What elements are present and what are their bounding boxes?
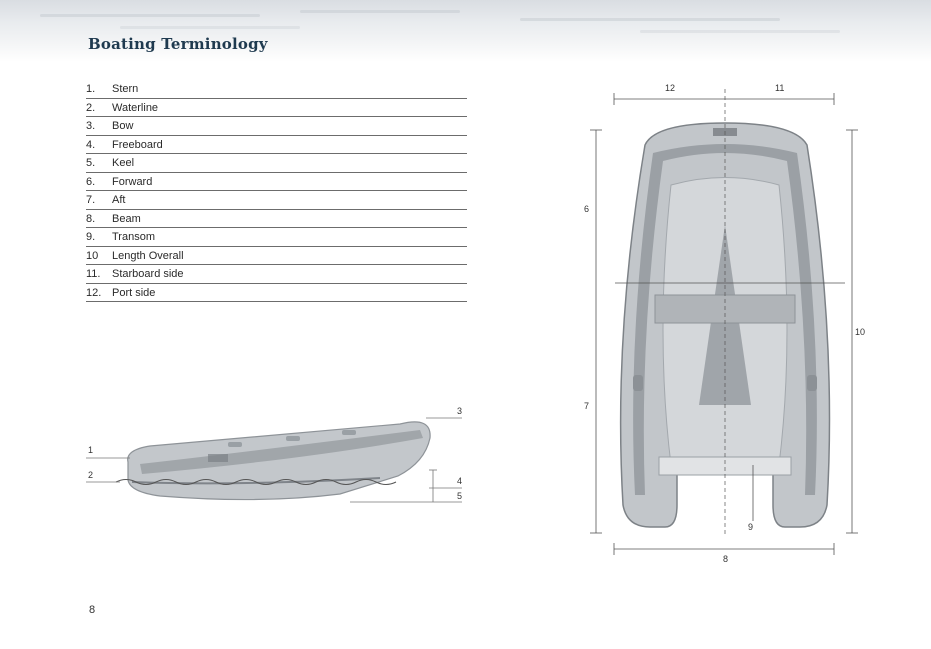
page-number: 8 xyxy=(89,604,96,616)
top-tube-stripe xyxy=(633,144,817,495)
side-handle xyxy=(228,442,242,447)
term-label: Bow xyxy=(112,120,134,133)
callout-keel: 5 xyxy=(457,491,462,501)
top-handle xyxy=(807,375,817,391)
terminology-list: 1. Stern 2. Waterline 3. Bow 4. Freeboard 5.… xyxy=(86,81,467,303)
term-label: Beam xyxy=(112,212,141,225)
term-number: 4. xyxy=(86,138,96,151)
term-label: Length Overall xyxy=(112,249,184,262)
callout-waterline: 2 xyxy=(88,470,93,480)
term-label: Freeboard xyxy=(112,138,163,151)
callout-starboard-side: 11 xyxy=(775,83,784,93)
list-item: 5. Keel xyxy=(86,155,467,173)
term-label: Keel xyxy=(112,157,135,170)
header-banner xyxy=(0,0,931,62)
list-item: 2. Waterline xyxy=(86,100,467,118)
side-rubstrake xyxy=(131,477,381,485)
callout-freeboard: 4 xyxy=(457,476,462,486)
term-number: 9. xyxy=(86,231,96,244)
list-item: 8. Beam xyxy=(86,211,467,229)
side-handle xyxy=(342,430,356,435)
callout-length-overall: 10 xyxy=(855,327,865,337)
side-tube-stripe xyxy=(140,430,423,474)
term-number: 2. xyxy=(86,101,96,114)
callout-port-side: 12 xyxy=(665,83,675,93)
term-number: 6. xyxy=(86,175,96,188)
waterline-wave xyxy=(115,479,397,485)
term-label: Forward xyxy=(112,175,153,188)
callout-transom: 9 xyxy=(748,522,753,532)
term-number: 12. xyxy=(86,286,102,299)
callout-forward: 6 xyxy=(584,204,589,214)
callout-stern: 1 xyxy=(88,445,93,455)
term-label: Waterline xyxy=(112,101,159,114)
boat-top-view-diagram: 12 11 6 7 10 8 9 xyxy=(584,83,865,564)
side-logo xyxy=(208,454,228,462)
callout-beam: 8 xyxy=(723,554,728,564)
top-transom xyxy=(658,456,792,476)
term-label: Transom xyxy=(112,231,155,244)
side-handle xyxy=(286,436,300,441)
term-number: 3. xyxy=(86,120,96,133)
term-number: 10 xyxy=(86,249,99,262)
list-item: 12. Port side xyxy=(86,285,467,303)
term-number: 8. xyxy=(86,212,96,225)
list-item: 7. Aft xyxy=(86,192,467,210)
term-label: Starboard side xyxy=(112,268,184,281)
callout-bow: 3 xyxy=(457,406,462,416)
callout-aft: 7 xyxy=(584,401,589,411)
term-number: 1. xyxy=(86,83,96,95)
term-number: 7. xyxy=(86,194,96,207)
term-number: 5. xyxy=(86,157,96,170)
list-item: 9. Transom xyxy=(86,229,467,247)
term-label: Port side xyxy=(112,286,156,299)
list-item: 10 Length Overall xyxy=(86,248,467,266)
top-handle xyxy=(633,375,643,391)
boat-side-view-diagram: 1 2 3 4 5 xyxy=(86,406,462,503)
list-item: 6. Forward xyxy=(86,174,467,192)
list-item: 11. Starboard side xyxy=(86,266,467,284)
term-number: 11. xyxy=(86,268,101,281)
list-item: 3. Bow xyxy=(86,118,467,136)
page-title: Boating Terminology xyxy=(88,35,268,53)
term-label: Aft xyxy=(112,194,126,207)
list-item: 4. Freeboard xyxy=(86,137,467,155)
term-label: Stern xyxy=(112,83,139,95)
list-item: 1. Stern xyxy=(86,81,467,99)
